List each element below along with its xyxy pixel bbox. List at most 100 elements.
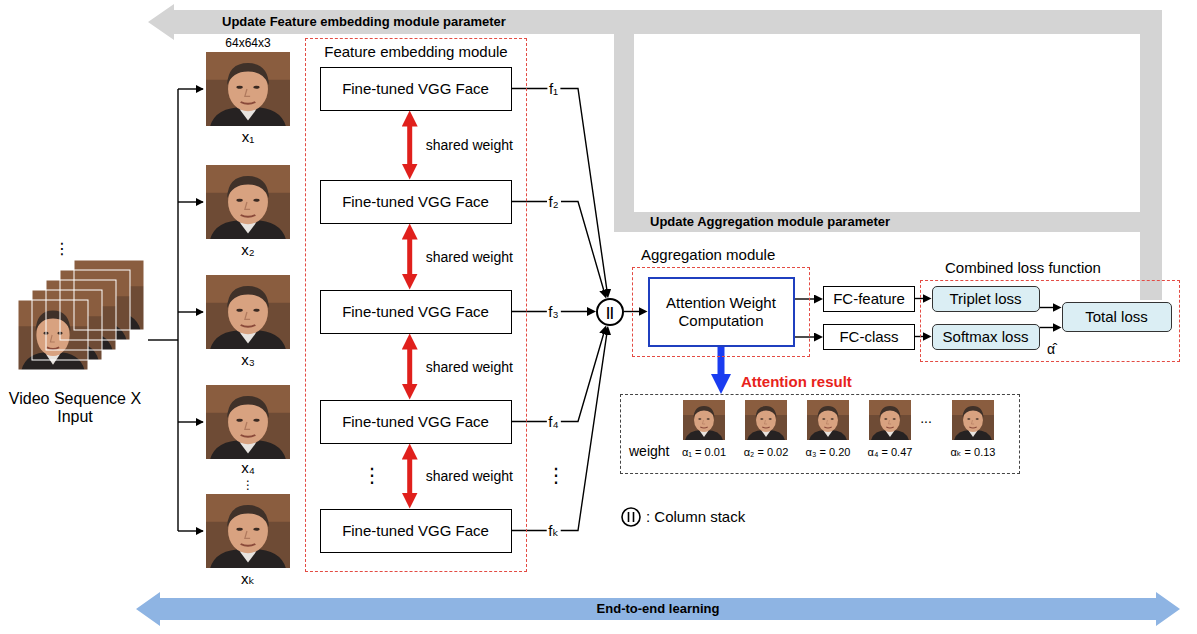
connector	[1040, 307, 1054, 308]
weighted-face	[683, 400, 725, 440]
process-box: FC-class	[823, 324, 915, 350]
edge-label: fₖ	[546, 522, 561, 539]
text-label: α₃ = 0.20	[806, 446, 851, 459]
connector	[407, 458, 412, 494]
connector	[718, 347, 725, 377]
text-label: xₖ	[241, 570, 255, 587]
node-label: Fine-tuned VGG Face	[342, 522, 489, 540]
edge-label: shared weight	[424, 248, 515, 264]
text-label: α₄ = 0.47	[868, 446, 913, 459]
weighted-face	[952, 400, 994, 440]
node-label: FC-feature	[833, 290, 905, 308]
weighted-face	[869, 400, 911, 440]
node-label: Fine-tuned VGG Face	[342, 80, 489, 98]
node-label: Total loss	[1085, 308, 1148, 326]
input-wires	[148, 89, 203, 531]
text-label: ⋮	[54, 240, 70, 258]
node-label: Fine-tuned VGG Face	[342, 413, 489, 431]
text-label: αₖ = 0.13	[951, 446, 996, 459]
face-image	[206, 494, 290, 568]
process-box: Fine-tuned VGG Face	[320, 67, 512, 111]
module-group: Feature embedding moduleFine-tuned VGG F…	[305, 38, 527, 572]
edge-label: shared weight	[424, 468, 515, 484]
text-label: ...	[920, 410, 932, 426]
node-label: Softmax loss	[943, 328, 1029, 346]
text-label: x₂	[241, 241, 254, 258]
node-label: ||	[606, 304, 613, 320]
arrow-band: End-to-end learning	[160, 598, 1156, 620]
node-label: Fine-tuned VGG Face	[342, 303, 489, 321]
module-group: Attention resultweight	[620, 394, 1020, 474]
loss-box: Softmax loss	[932, 324, 1040, 350]
weighted-face	[745, 400, 787, 440]
text-label: α₂ = 0.02	[744, 446, 789, 459]
text-label: x₁	[242, 128, 255, 145]
attention-box: Attention Weight Computation	[648, 277, 795, 347]
legend-symbol	[620, 506, 642, 528]
column-stack-symbol: ||	[596, 298, 624, 326]
process-box: Fine-tuned VGG Face	[320, 400, 512, 444]
arrow-band: Update Feature embedding module paramete…	[222, 10, 622, 34]
node-label: FC-class	[839, 328, 898, 346]
connector	[407, 125, 412, 165]
node-label: Update Feature embedding module paramete…	[222, 14, 506, 30]
edge-label: f₃	[546, 303, 560, 320]
feedback-band	[614, 34, 1140, 232]
connector	[795, 298, 815, 299]
edge-label: f₂	[547, 193, 561, 210]
legend-bar	[628, 512, 630, 522]
legend-text: : Column stack	[646, 508, 745, 526]
legend-bar	[633, 512, 635, 522]
node-label: Attention result	[741, 373, 852, 391]
connector	[1040, 327, 1054, 328]
process-box: Fine-tuned VGG Face	[320, 509, 512, 553]
end-to-end-band	[136, 592, 1180, 626]
text-label: Video Sequence X Input	[0, 390, 150, 427]
node-label: Attention Weight Computation	[665, 294, 777, 330]
legend-item: : Column stack	[620, 506, 745, 528]
connector	[512, 89, 607, 291]
text-label: α̂	[1047, 341, 1055, 357]
node-label: Update Aggregation module parameter	[650, 214, 890, 230]
text-label: α₁ = 0.01	[682, 446, 726, 459]
loss-box: Triplet loss	[932, 286, 1040, 312]
face-image	[206, 52, 290, 126]
feedback-band	[148, 4, 1162, 300]
process-box: Fine-tuned VGG Face	[320, 180, 512, 224]
edge-label: shared weight	[424, 137, 515, 153]
text-label: x₄	[241, 459, 255, 476]
frame-separators	[18, 260, 144, 370]
node-label: End-to-end learning	[597, 601, 720, 617]
face-image	[206, 165, 290, 239]
node-label: Combined loss function	[945, 259, 1101, 277]
connector	[407, 238, 412, 275]
connector	[512, 333, 604, 421]
legend-circle	[622, 508, 640, 526]
edge-label: f₁	[547, 80, 560, 97]
process-box: Fine-tuned VGG Face	[320, 290, 512, 334]
connector	[512, 334, 607, 531]
text-label: ⋮	[242, 479, 254, 493]
connector	[795, 336, 815, 337]
edge-label: shared weight	[424, 358, 515, 374]
node-label: Feature embedding module	[306, 43, 526, 61]
text-label: ⋮	[546, 464, 566, 487]
arrow-band: Update Aggregation module parameter	[650, 212, 980, 232]
text-label: 64x64x3	[225, 37, 270, 51]
node-label: Fine-tuned VGG Face	[342, 193, 489, 211]
process-box: FC-feature	[823, 286, 915, 312]
text-label: ⋮	[362, 464, 382, 487]
module-group: Aggregation moduleAttention Weight Compu…	[632, 267, 810, 357]
loss-box: Total loss	[1062, 302, 1172, 332]
connector	[407, 348, 412, 385]
face-image	[206, 275, 290, 349]
edge-label: f₄	[546, 413, 560, 430]
node-sublabel: weight	[629, 443, 669, 460]
node-label: Triplet loss	[950, 290, 1022, 308]
face-image	[206, 385, 290, 459]
text-label: x₃	[241, 351, 255, 368]
connector	[512, 202, 604, 291]
node-label: Aggregation module	[641, 246, 775, 264]
weighted-face	[807, 400, 849, 440]
